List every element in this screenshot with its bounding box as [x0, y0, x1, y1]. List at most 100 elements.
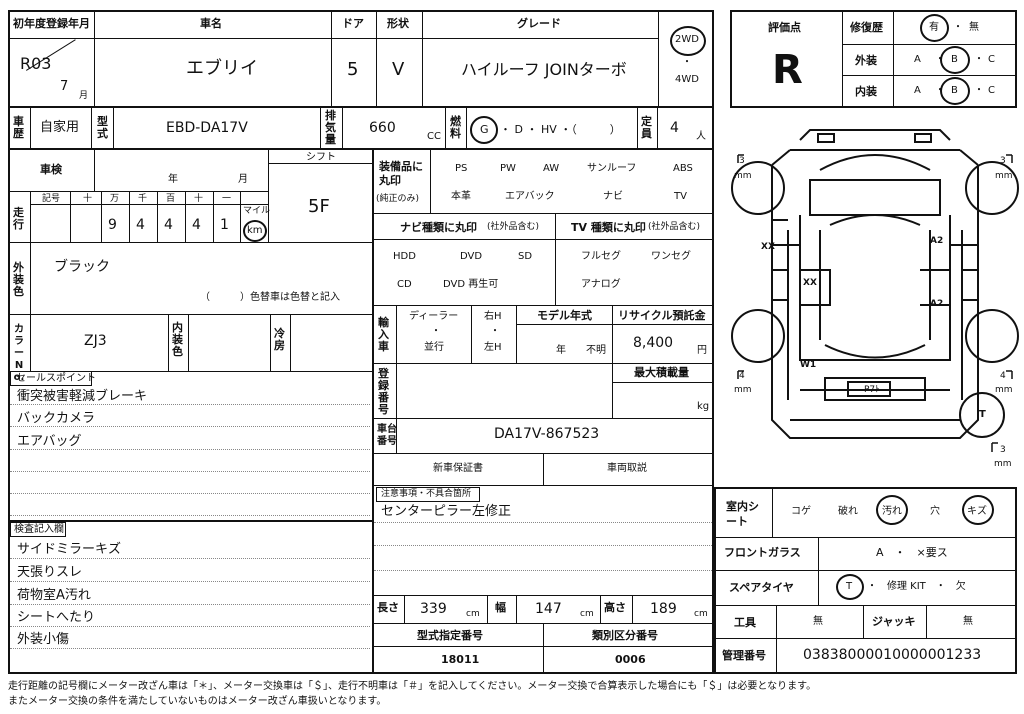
- exterior-color-label: 外装色: [13, 261, 24, 298]
- repair-yes-circle: [920, 14, 949, 42]
- condition-box: [714, 487, 1017, 674]
- score-label: 評価点: [768, 21, 801, 34]
- fuel-options: ・ D ・ HV ・（ ）: [500, 123, 621, 136]
- glass-value: A ・ ×要ス: [876, 546, 948, 559]
- import-dealer: ディーラー: [409, 311, 459, 322]
- capacity-label: 定員: [641, 115, 652, 140]
- mileage-unit-4: 十: [194, 194, 204, 204]
- body-shape: V: [392, 59, 405, 80]
- sales-point-label: セールスポイント: [16, 373, 96, 384]
- tire-rl-depth: 4: [739, 371, 745, 381]
- type-cert-label: 型式指定番号: [417, 629, 483, 642]
- int-b-circle: [940, 77, 970, 105]
- mgmt-value: 03838000010000001233: [803, 647, 982, 663]
- equipment-item: TV: [674, 191, 687, 202]
- import-dot: ・: [431, 326, 441, 337]
- first-reg-month: 7: [60, 79, 69, 94]
- model-year-year: 年: [556, 345, 566, 356]
- import-left: 左H: [484, 342, 502, 353]
- door-label: ドア: [342, 17, 364, 30]
- repair-yes: 有: [929, 22, 939, 33]
- damage-xx-2: XX: [803, 278, 817, 288]
- door-count: 5: [347, 59, 359, 80]
- shift-value: 5F: [308, 196, 330, 217]
- model-year-unknown: 不明: [586, 345, 606, 356]
- mileage-digit-2: 4: [136, 217, 145, 233]
- registration-label: 登録番号: [378, 367, 389, 416]
- diagram-part-label: P7ﾄ: [864, 385, 880, 395]
- warranty-doc: 新車保証書: [433, 463, 483, 474]
- grade-value: ハイルーフ JOINターボ: [461, 60, 627, 79]
- repair-no: 無: [969, 22, 979, 33]
- mgmt-label: 管理番号: [722, 649, 766, 662]
- equipment-sub: (純正のみ): [376, 194, 420, 204]
- footer-line-1: 走行距離の記号欄にメーター改ざん車は「＊」、メーター交換車は「＄」、走行不明車は…: [8, 681, 817, 692]
- mileage-digit-5: 1: [220, 217, 229, 233]
- max-load-unit: kg: [697, 401, 710, 412]
- class-no-label: 類別区分番号: [592, 629, 658, 642]
- month-unit: 月: [79, 91, 89, 101]
- equipment-label-text: 装備品に丸印: [379, 160, 423, 187]
- width-unit: cm: [580, 609, 594, 619]
- car-name: エブリイ: [186, 58, 258, 79]
- main-form-frame: [8, 10, 714, 674]
- ext-c: C: [988, 54, 995, 65]
- interior-label: 内装: [855, 85, 877, 98]
- interior-color-label: 内装色: [172, 321, 183, 358]
- seat-condition-item: 穴: [930, 506, 940, 517]
- first-reg-era: R03: [20, 54, 52, 73]
- tv-option: アナログ: [581, 279, 621, 290]
- navi-option: CD: [397, 279, 412, 290]
- repair-dot: ・: [953, 22, 963, 33]
- km-circle: [243, 220, 267, 242]
- repair-label: 修復歴: [850, 21, 883, 34]
- seat-condition-item: コゲ: [791, 506, 811, 517]
- fuel-g-circle: [470, 116, 498, 144]
- spare-t-mark: T: [979, 409, 986, 420]
- tools-label: 工具: [734, 616, 756, 629]
- spare-rest: ・ 修理 KIT ・ 欠: [867, 581, 966, 592]
- navi-option: HDD: [393, 251, 416, 262]
- manual-doc: 車両取説: [607, 463, 647, 474]
- tire-fr-depth: 3: [1000, 156, 1006, 166]
- jack-label: ジャッキ: [872, 615, 916, 628]
- fuel-g: G: [480, 123, 489, 136]
- model-label: 型式: [97, 115, 108, 140]
- max-load-label: 最大積載量: [634, 366, 689, 379]
- mileage-unit-1: 万: [110, 194, 120, 204]
- mileage-unit-5: 一: [222, 194, 232, 204]
- person-unit: 人: [696, 131, 706, 142]
- inspection-year: 年: [168, 174, 178, 185]
- km-unit: km: [247, 225, 263, 236]
- car-name-label: 車名: [200, 17, 222, 30]
- height-value: 189: [650, 601, 677, 617]
- color-change-note: （ ）色替車は色替と記入: [200, 292, 340, 303]
- mileage-unit-3: 百: [166, 194, 176, 204]
- tv-label: TV 種類に丸印: [571, 221, 646, 234]
- inspection-label: 車検: [40, 163, 62, 176]
- usage: 自家用: [40, 120, 80, 135]
- recycle-label: リサイクル預託金: [618, 309, 706, 322]
- fuel-label: 燃料: [450, 115, 461, 140]
- seat-mark-circle: [876, 495, 908, 525]
- int-c: C: [988, 85, 995, 96]
- class-no-value: 0006: [615, 653, 646, 666]
- height-label: 高さ: [604, 601, 626, 614]
- mile-label: マイル: [243, 206, 271, 216]
- score: R: [772, 47, 803, 93]
- sales-point-item: バックカメラ: [17, 411, 96, 426]
- inspector-item: 荷物室A汚れ: [17, 588, 91, 603]
- exterior-label: 外装: [855, 54, 877, 67]
- navi-sub: (社外品含む): [487, 222, 540, 232]
- interior-seat-label: 室内シート: [726, 500, 759, 528]
- tire-spare-unit: mm: [994, 459, 1012, 469]
- model-code: EBD-DA17V: [166, 120, 248, 136]
- tire-rr-depth: 4: [1000, 371, 1006, 381]
- spare-t-circle: [836, 574, 864, 600]
- length-value: 339: [420, 601, 447, 617]
- ext-b-circle: [940, 46, 970, 74]
- cc-unit: CC: [427, 131, 441, 142]
- length-label: 長さ: [377, 601, 399, 614]
- navi-option: SD: [518, 251, 533, 262]
- drive-2wd-circle: [670, 26, 706, 56]
